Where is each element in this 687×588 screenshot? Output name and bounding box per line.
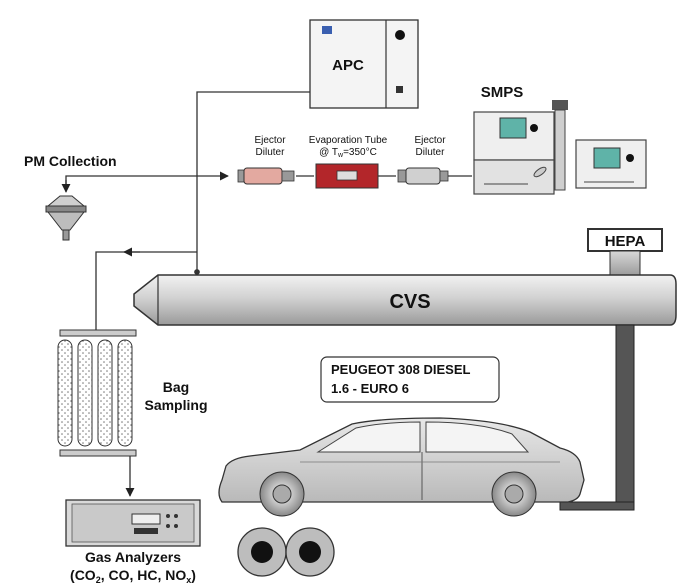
apc-sample-line [196,91,310,272]
gas-analyzers-label-line1: Gas Analyzers [85,549,181,565]
hepa-label: HEPA [605,233,646,250]
evaporation-tube: Evaporation Tube @ Tw=350°C [309,135,388,189]
sample-bag [77,339,93,447]
apc-port [396,86,403,93]
pm-collection: PM Collection [24,153,117,241]
bag-sampling: Bag Sampling [57,329,208,457]
vehicle-label-box [320,356,500,403]
analyzer-display [131,513,161,525]
ejector-diluter-1-label-line1: Ejector [254,135,286,146]
smps-screen [499,117,527,139]
ejector-diluter-1: Ejector Diluter [237,135,295,185]
evaporation-tube-label-line1: Evaporation Tube [309,135,388,146]
bag-sampling-line [95,251,197,330]
bag-sampling-label-line2: Sampling [144,397,207,413]
sample-bag [117,339,133,447]
cvs-label: CVS [389,291,430,313]
sample-bag [97,339,113,447]
chassis-dyno-rollers [237,527,335,577]
apc-unit: APC [309,19,419,109]
filter-holder-icon [45,195,87,241]
car-icon [218,417,585,517]
gas-analyzers: Gas Analyzers (CO2, CO, HC, NOx) [65,499,201,585]
evaporation-tube-label-line2: @ Tw=350°C [319,147,377,159]
ejector-diluter-2-label-line1: Ejector [414,135,446,146]
ejector-diluter-1-label-line2: Diluter [256,147,286,158]
bag-sampling-label-line1: Bag [163,379,189,395]
gas-analyzers-label-line2: (CO2, CO, HC, NOx) [70,567,196,585]
ejector-diluter-2-label-line2: Diluter [416,147,446,158]
exhaust-pipe-vertical [615,324,635,510]
smps-label: SMPS [481,84,524,101]
apc-label: APC [332,57,364,74]
pm-collection-line [65,175,197,190]
apc-logo-icon [322,26,332,34]
sample-bag [57,339,73,447]
ejector-diluter-2: Ejector Diluter [397,135,449,185]
hepa-filter: HEPA [587,228,663,276]
vehicle-label-line1: PEUGEOT 308 DIESEL [331,362,470,377]
cvs-tunnel: CVS [133,274,677,511]
smps-unit: SMPS [473,84,647,195]
sample-lines [61,91,472,497]
exhaust-pipe-horizontal [559,501,635,511]
apc-indicator-light [395,30,405,40]
vehicle-label-line2: 1.6 - EURO 6 [331,381,409,396]
pm-collection-label: PM Collection [24,153,117,169]
test-vehicle: PEUGEOT 308 DIESEL 1.6 - EURO 6 [218,356,585,577]
